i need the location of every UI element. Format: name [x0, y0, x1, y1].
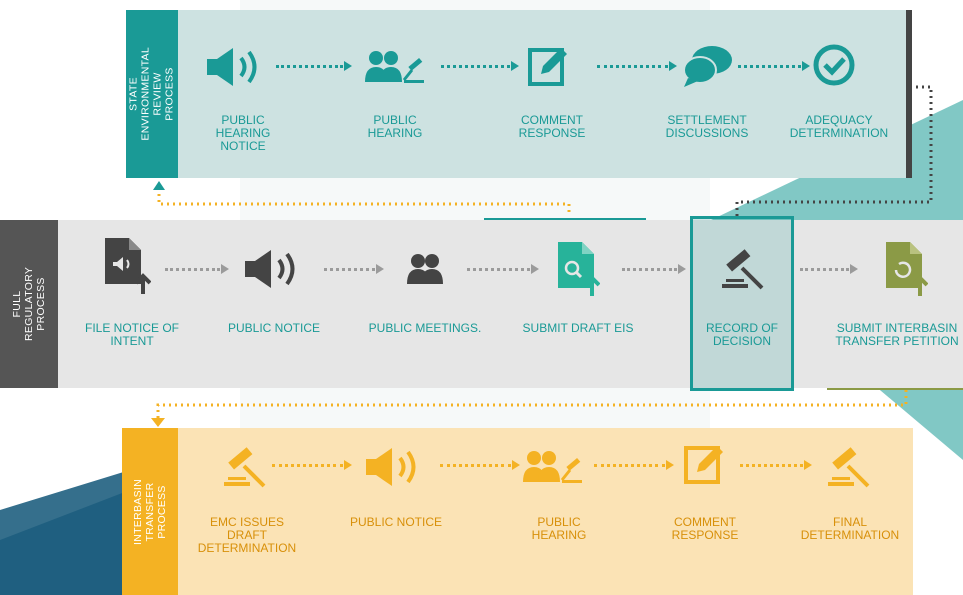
state-review-label-text: STATE ENVIRONMENTAL REVIEW PROCESS	[128, 47, 177, 141]
flow-arrow	[800, 264, 858, 274]
gavel-icon	[722, 249, 764, 290]
step-label-adequacy-determination: ADEQUACY DETERMINATION	[789, 113, 889, 140]
flow-arrow	[272, 460, 352, 470]
speech-bubbles-icon	[683, 46, 732, 87]
file-upload-icon	[105, 238, 151, 294]
megaphone-icon	[245, 250, 295, 288]
full-regulatory-band	[0, 220, 963, 388]
step-label-record-of-decision: RECORD OF DECISION	[706, 321, 778, 348]
flow-arrow	[324, 264, 384, 274]
edit-document-icon	[684, 446, 723, 484]
step-label-public-hearing: PUBLIC HEARING	[531, 515, 587, 542]
gavel-icon	[828, 447, 870, 488]
step-label-settlement-discussions: SETTLEMENT DISCUSSIONS	[665, 113, 749, 140]
step-label-emc-issues-draft-determination: EMC ISSUES DRAFT DETERMINATION	[197, 515, 297, 555]
megaphone-icon	[207, 48, 257, 86]
connector-return-bottom	[151, 390, 908, 427]
state-review-band	[126, 10, 906, 178]
file-search-upload-icon	[558, 242, 600, 296]
people-icon	[407, 254, 443, 284]
flow-arrow	[441, 61, 519, 71]
file-refresh-upload-icon	[886, 242, 928, 296]
interbasin-label: INTERBASIN TRANSFER PROCESS	[122, 428, 178, 595]
flow-arrow	[738, 61, 810, 71]
interbasin-band	[122, 428, 913, 595]
flow-arrow	[467, 264, 539, 274]
people-gavel-icon	[523, 451, 582, 483]
state-review-label: STATE ENVIRONMENTAL REVIEW PROCESS	[126, 10, 178, 178]
flow-arrow	[622, 264, 686, 274]
connector-return-top	[153, 181, 571, 212]
flow-arrow	[594, 460, 674, 470]
flow-arrow	[165, 264, 229, 274]
step-label-file-notice-of-intent: FILE NOTICE OF INTENT	[84, 321, 179, 348]
megaphone-icon	[366, 448, 416, 486]
step-label-submit-draft-eis: SUBMIT DRAFT EIS	[522, 321, 634, 335]
step-label-submit-interbasin-transfer-petition: SUBMIT INTERBASIN TRANSFER PETITION	[835, 322, 959, 348]
step-label-comment-response: COMMENT RESPONSE	[671, 515, 739, 542]
flow-arrow	[440, 460, 520, 470]
full-regulatory-label: FULL REGULATORY PROCESS	[0, 220, 58, 388]
gavel-icon	[224, 447, 266, 488]
people-gavel-icon	[365, 51, 424, 83]
record-of-decision-highlight	[690, 216, 794, 391]
step-label-public-notice: PUBLIC NOTICE	[227, 321, 320, 335]
edit-document-icon	[528, 48, 567, 86]
step-label-public-meetings: PUBLIC MEETINGS.	[368, 321, 482, 335]
step-label-public-hearing-notice: PUBLIC HEARING NOTICE	[215, 113, 271, 153]
full-regulatory-label-text: FULL REGULATORY PROCESS	[11, 266, 48, 341]
flow-arrow	[597, 61, 677, 71]
flow-arrow	[276, 61, 352, 71]
step-label-public-notice: PUBLIC NOTICE	[349, 515, 442, 529]
connector-right	[730, 85, 933, 233]
step-label-public-hearing: PUBLIC HEARING	[367, 113, 423, 140]
step-label-comment-response: COMMENT RESPONSE	[518, 113, 586, 140]
interbasin-label-text: INTERBASIN TRANSFER PROCESS	[132, 478, 169, 545]
step-label-final-determination: FINAL DETERMINATION	[800, 515, 900, 542]
checkmark-circle-icon	[813, 44, 855, 86]
flow-arrow	[740, 460, 812, 470]
